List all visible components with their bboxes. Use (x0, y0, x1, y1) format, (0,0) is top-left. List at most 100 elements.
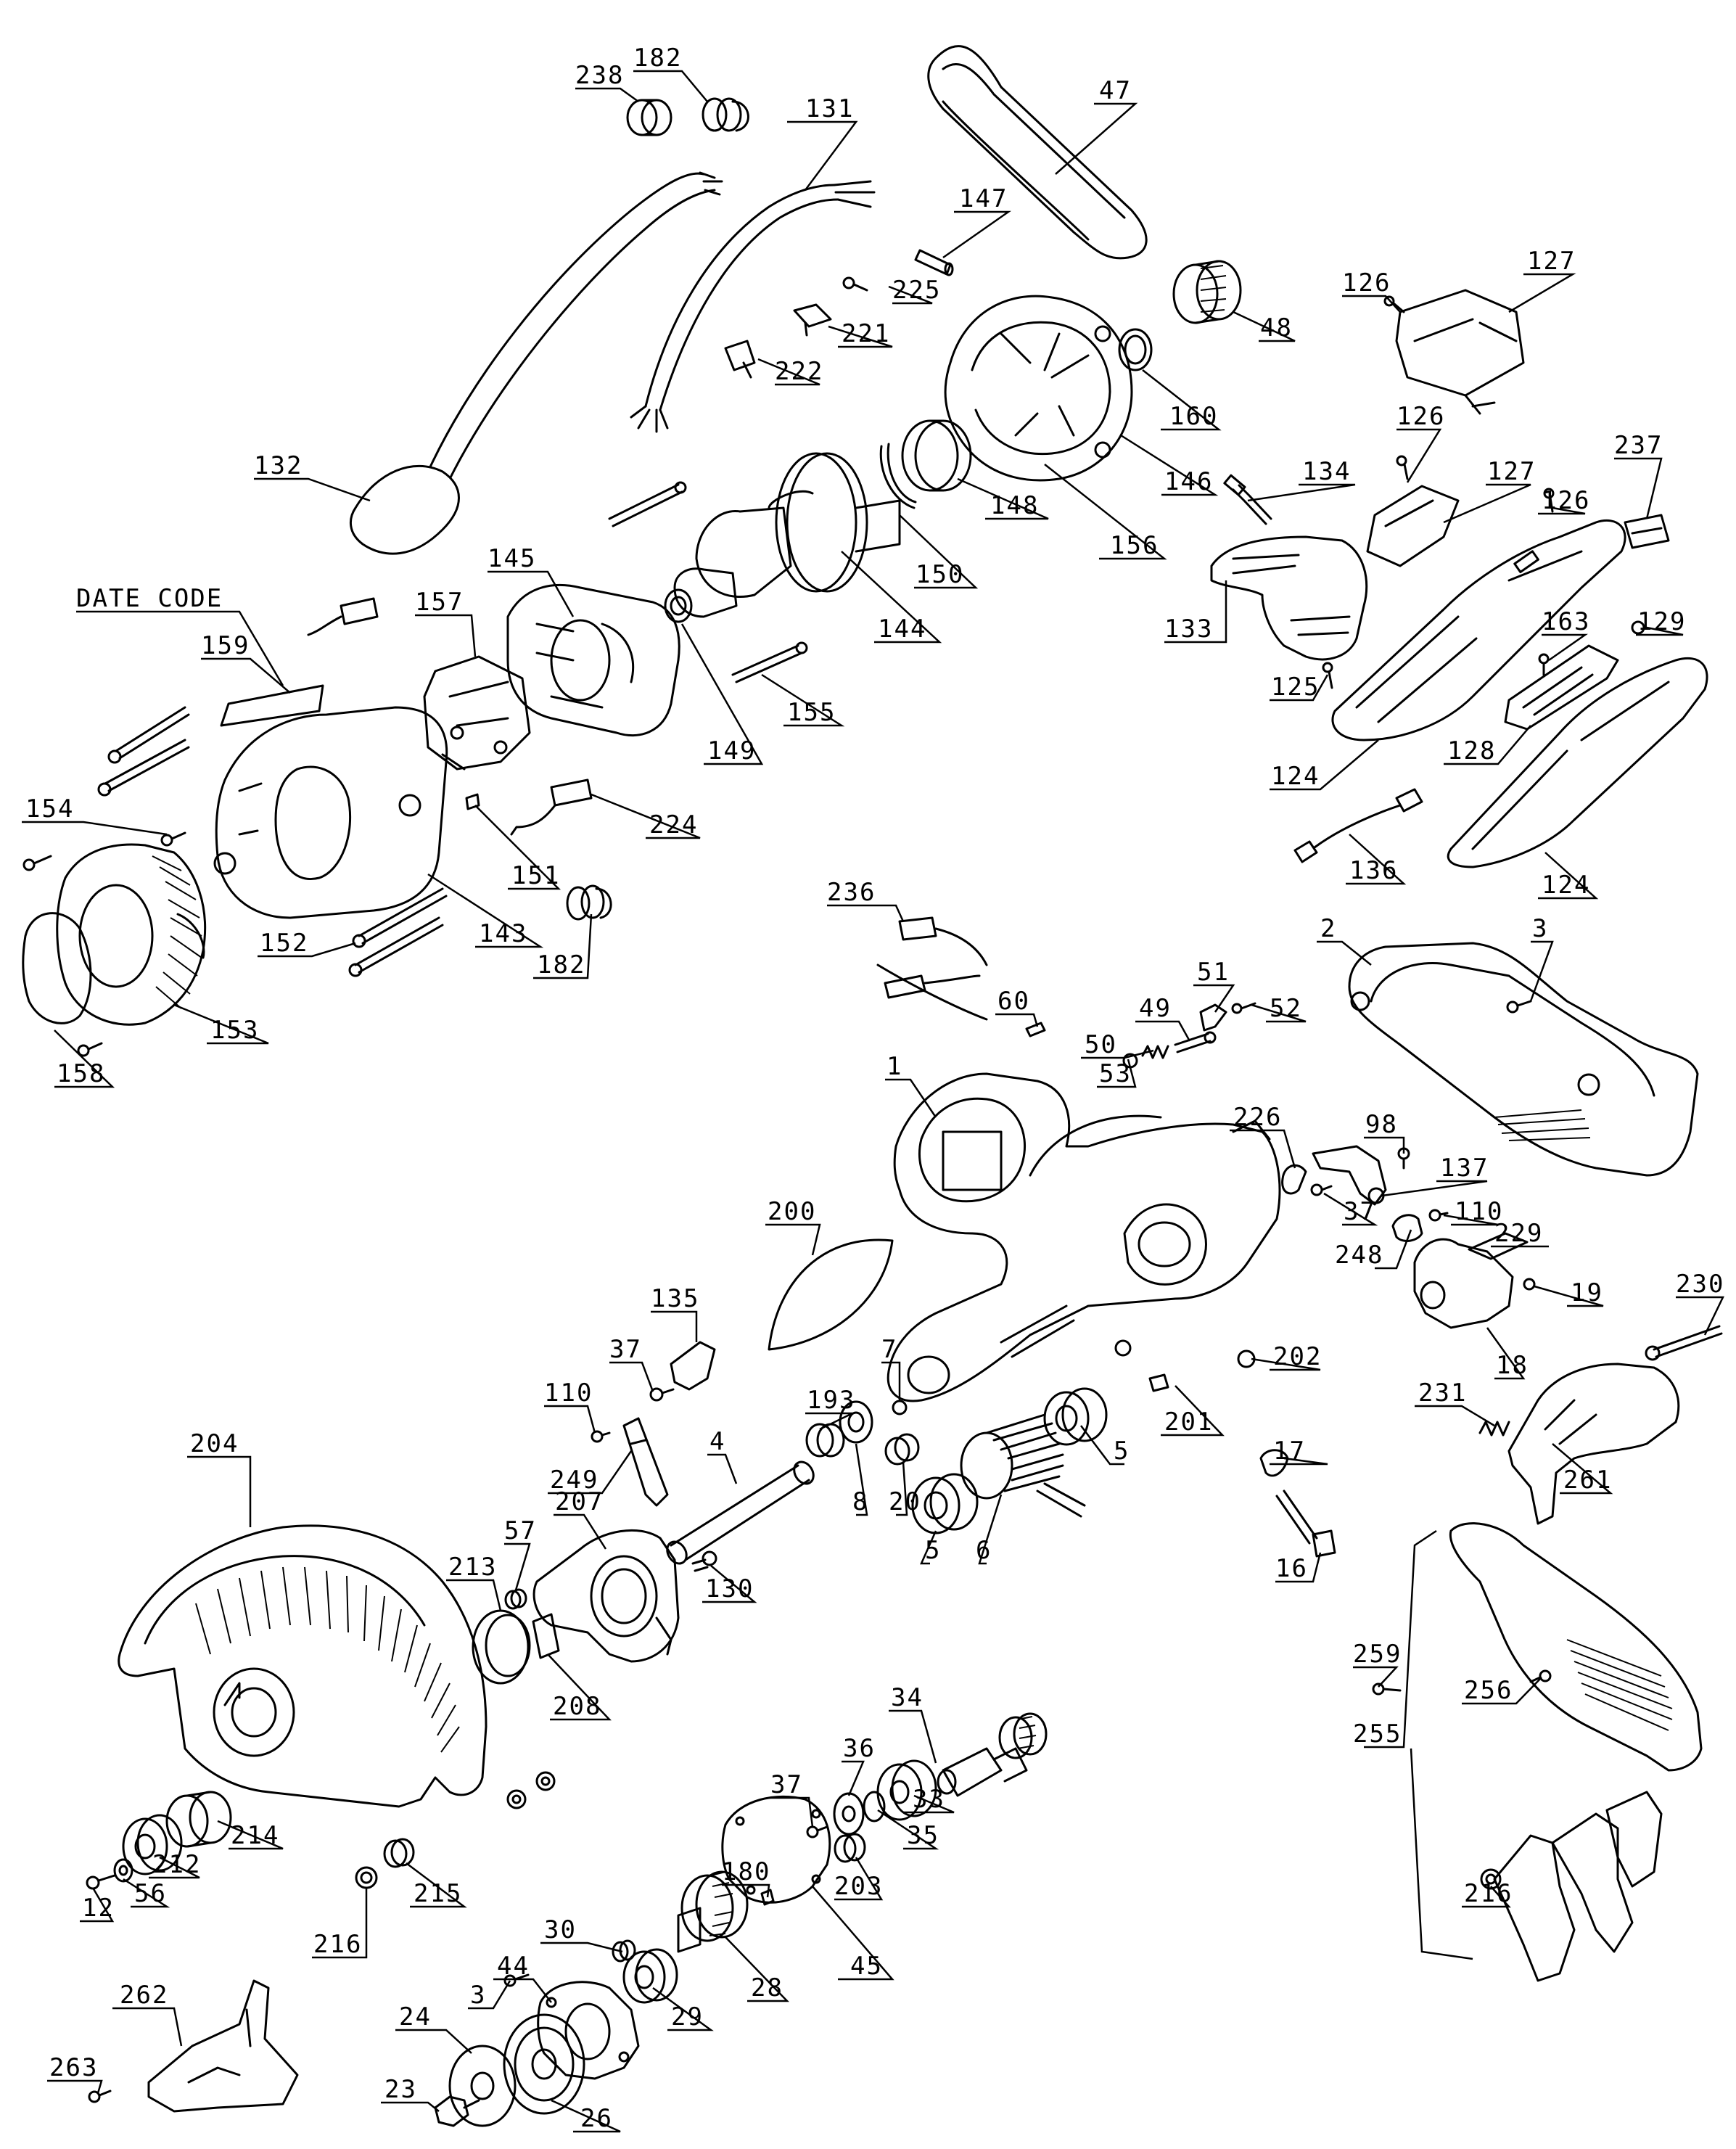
part-182-strain-relief-lower (566, 884, 612, 921)
part-19-screw (1523, 1278, 1536, 1291)
callout-163: 163 (1542, 607, 1590, 636)
part-1-arm (886, 1072, 1281, 1402)
part-motor-bolts (97, 706, 448, 977)
part-151-pin (465, 793, 480, 810)
callout-52: 52 (1270, 994, 1302, 1023)
part-132-power-cord (349, 171, 723, 555)
callout-160: 160 (1169, 402, 1218, 431)
part-202b-bushing (1114, 1339, 1132, 1357)
part-208-plate (532, 1613, 560, 1659)
callout-249: 249 (550, 1466, 598, 1495)
part-144-armature (664, 452, 901, 623)
callout-110: 110 (544, 1378, 593, 1408)
part-23-bolt (434, 2095, 480, 2127)
part-200-label (768, 1238, 894, 1351)
callout-24: 24 (399, 2002, 432, 2031)
callout-16: 16 (1275, 1554, 1308, 1583)
callout-255: 255 (1353, 1719, 1402, 1749)
callout-129: 129 (1637, 607, 1686, 636)
part-2-belt-cover (1348, 942, 1699, 1177)
part-158-cover (22, 912, 92, 1024)
part-137-lever (1312, 1145, 1387, 1206)
part-34-shaft (937, 1712, 1048, 1797)
callout-216: 216 (1464, 1879, 1513, 1908)
part-bolt-top (608, 481, 687, 527)
part-guard-washers (506, 1771, 556, 1809)
part-110-screw-a (1428, 1209, 1449, 1222)
part-brush-top (307, 597, 379, 636)
callout-26: 26 (580, 2104, 613, 2133)
callout-152: 152 (260, 929, 308, 958)
part-18-bracket (1413, 1238, 1514, 1329)
callout-33: 33 (913, 1785, 945, 1814)
part-221-clip (793, 303, 832, 337)
part-149-bearing (670, 596, 687, 616)
callout-146: 146 (1164, 467, 1213, 496)
callout-180: 180 (722, 1857, 770, 1886)
callout-98: 98 (1365, 1110, 1398, 1139)
part-60-pin (1025, 1022, 1046, 1037)
callout-134: 134 (1302, 457, 1351, 486)
callout-262: 262 (120, 1981, 168, 2010)
callout-125: 125 (1271, 673, 1320, 702)
part-24-washer (448, 2045, 517, 2127)
callout-143: 143 (479, 919, 527, 948)
callout-48: 48 (1260, 313, 1293, 342)
callout-144: 144 (878, 615, 926, 644)
leader-lines (22, 70, 1724, 2133)
part-231-spring (1478, 1421, 1510, 1437)
callout-28: 28 (751, 1973, 783, 2002)
callout-4: 4 (709, 1427, 725, 1456)
callout-7: 7 (881, 1335, 897, 1364)
part-12-screw (86, 1874, 116, 1890)
part-225-screw (842, 276, 868, 292)
callout-37: 37 (609, 1335, 642, 1364)
callout-248: 248 (1335, 1241, 1383, 1270)
part-51-bracket (1199, 1003, 1227, 1032)
part-182-strain-relief-top (702, 97, 749, 132)
part-3-screw-top (1506, 1000, 1532, 1014)
part-26-flange (503, 2013, 585, 2115)
part-134-pin (1223, 474, 1272, 525)
callout-226: 226 (1233, 1103, 1282, 1132)
part-5-bushing-a (911, 1473, 979, 1534)
callout-3: 3 (470, 1981, 486, 2010)
part-201-pad (1148, 1373, 1169, 1392)
part-230-bolt (1645, 1325, 1723, 1361)
callout-200: 200 (768, 1197, 816, 1226)
part-131-cord (630, 180, 876, 433)
callout-35: 35 (907, 1821, 939, 1850)
callout-215: 215 (414, 1879, 462, 1908)
part-236-wiring (876, 916, 988, 1021)
callout-56: 56 (134, 1879, 167, 1908)
part-127-switch-lower (1366, 485, 1460, 567)
callout-148: 148 (990, 491, 1039, 520)
callout-224: 224 (649, 810, 698, 839)
part-262-guard (147, 1979, 299, 2113)
callout-1: 1 (886, 1052, 902, 1081)
part-256-screw (1529, 1669, 1552, 1683)
callout-37: 37 (1344, 1197, 1376, 1226)
part-135-bracket (670, 1341, 716, 1391)
callout-3: 3 (1532, 914, 1548, 943)
part-125-screw (1322, 662, 1333, 689)
part-259-screw (1372, 1682, 1402, 1696)
callout-5: 5 (925, 1536, 941, 1565)
part-261-lever (1507, 1363, 1680, 1525)
callout-222: 222 (775, 357, 823, 386)
part-7-pin (892, 1400, 908, 1415)
callout-131: 131 (805, 94, 854, 123)
part-207-bracket (532, 1529, 680, 1663)
part-213-spring (472, 1609, 531, 1685)
callout-53: 53 (1099, 1059, 1132, 1088)
callout-36: 36 (843, 1734, 876, 1763)
callout-2: 2 (1320, 914, 1336, 943)
part-49-bolt (1174, 1031, 1217, 1053)
callout-208: 208 (553, 1692, 601, 1721)
part-33-bearing (876, 1759, 937, 1821)
callout-20: 20 (889, 1487, 921, 1516)
part-127-switch-top (1395, 289, 1525, 415)
callout-133: 133 (1164, 615, 1213, 644)
callout-44: 44 (497, 1952, 530, 1981)
